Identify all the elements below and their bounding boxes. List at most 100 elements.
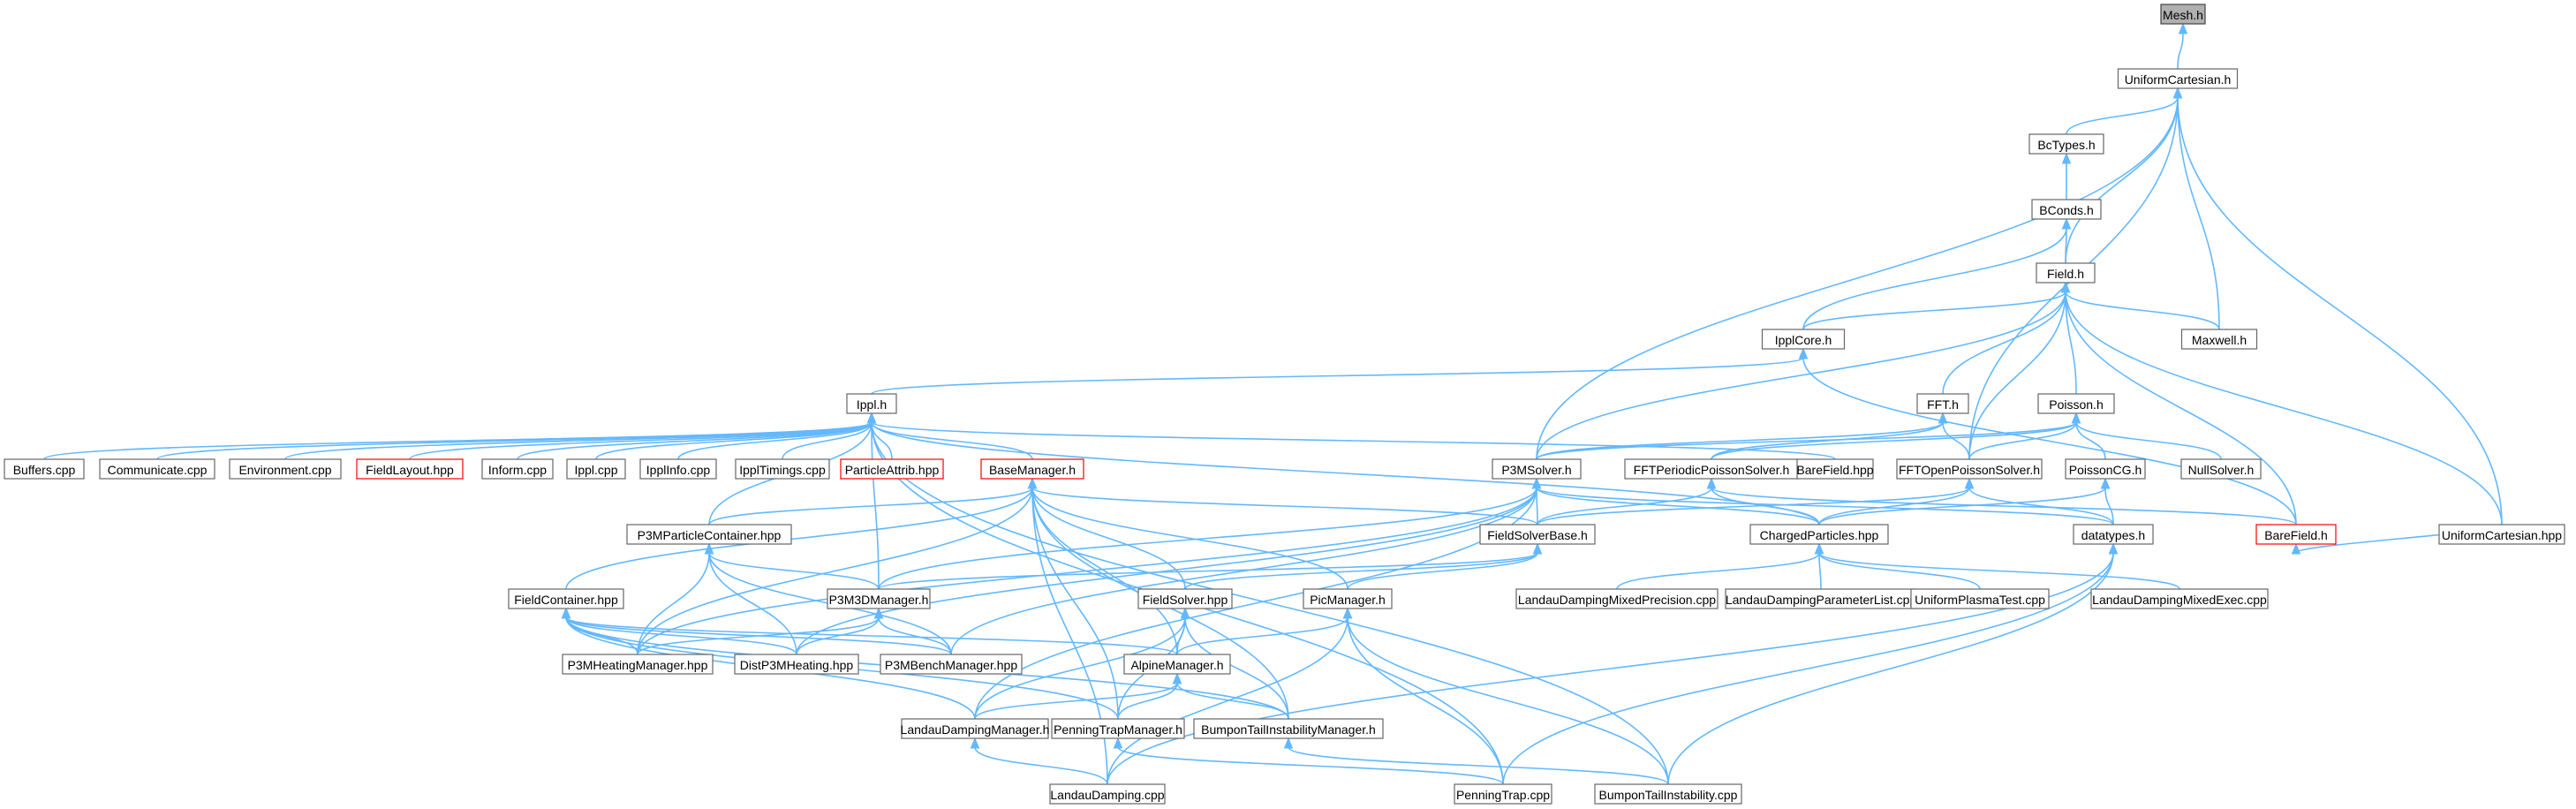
node-datatypes[interactable]: datatypes.h: [2073, 524, 2154, 545]
node-bctypes[interactable]: BcTypes.h: [2028, 133, 2104, 155]
node-environment[interactable]: Environment.cpp: [229, 458, 342, 480]
edge-communicate-to-ippl: [156, 421, 873, 460]
node-bumpontail[interactable]: BumponTailInstability.cpp: [1594, 783, 1742, 805]
node-inform[interactable]: Inform.cpp: [481, 458, 554, 480]
edge-fieldsolverbase-to-fftperiodic: [1537, 487, 1712, 525]
node-box-barefieldhpp: [1796, 458, 1874, 480]
node-p3mbench[interactable]: P3MBenchManager.hpp: [880, 654, 1023, 675]
node-poisson[interactable]: Poisson.h: [2037, 393, 2115, 414]
node-ldmixedexec[interactable]: LandauDampingMixedExec.cpp: [2090, 588, 2269, 609]
edge-fieldcontainer-to-basemanager: [565, 487, 1033, 590]
node-box-nullsolver: [2180, 458, 2262, 480]
edge-p3msolver-to-ffth: [1536, 421, 1944, 460]
node-unifcart[interactable]: UniformCartesian.h: [2117, 68, 2239, 89]
edge-datatypes-to-fftopen: [1968, 487, 2114, 525]
node-fieldlayout[interactable]: FieldLayout.hpp: [356, 458, 464, 480]
node-p3m3dmanager[interactable]: P3M3DManager.h: [827, 588, 931, 609]
node-unifcarthpp[interactable]: UniformCartesian.hpp: [2438, 524, 2565, 545]
node-box-fieldlayout: [356, 458, 464, 480]
node-uniformplasma[interactable]: UniformPlasmaTest.cpp: [1910, 588, 2050, 609]
node-box-ippl: [846, 393, 897, 414]
node-maxwell[interactable]: Maxwell.h: [2180, 329, 2258, 350]
edge-distp3mheating-to-p3mparticle: [708, 552, 797, 655]
node-box-fieldcontainer: [508, 588, 624, 609]
node-ipplcore[interactable]: IpplCore.h: [1761, 329, 1846, 350]
arrowhead-bconds-to-bctypes: [2061, 152, 2072, 164]
node-ippl[interactable]: Ippl.h: [846, 393, 897, 414]
node-ippltimings[interactable]: IpplTimings.cpp: [735, 458, 830, 480]
node-fftperiodic[interactable]: FFTPeriodicPoissonSolver.h: [1624, 458, 1799, 480]
node-buffers[interactable]: Buffers.cpp: [4, 458, 85, 480]
node-label-fftopen: FFTOpenPoissonSolver.h: [1899, 463, 2040, 477]
edge-distp3mheating-to-fieldcontainer: [565, 616, 797, 655]
edge-ldmixedexec-to-chargedparticles: [1818, 552, 2180, 590]
node-poissoncg[interactable]: PoissonCG.h: [2065, 458, 2146, 480]
arrowhead-bumpontailmanager-to-alpinemanager: [1172, 672, 1182, 684]
arrowhead-datatypes-to-fftopen: [1964, 477, 1975, 489]
node-box-penningmanager: [1051, 718, 1185, 739]
arrowhead-ldmanager-to-p3msolver: [1531, 477, 1542, 489]
edge-picmanager-to-basemanager: [1031, 487, 1348, 590]
node-ldparamlist[interactable]: LandauDampingParameterList.cpp: [1725, 588, 1917, 609]
node-label-poissoncg: PoissonCG.h: [2069, 463, 2142, 477]
edge-ldmanager-to-p3msolver: [974, 487, 1537, 720]
node-box-ldmixedprecision: [1515, 588, 1719, 609]
node-penningtrap[interactable]: PenningTrap.cpp: [1454, 783, 1552, 805]
node-box-distp3mheating: [734, 654, 859, 675]
node-barefieldhpp[interactable]: BareField.hpp: [1796, 458, 1874, 480]
node-box-p3m3dmanager: [827, 588, 931, 609]
node-fieldsolverhpp[interactable]: FieldSolver.hpp: [1137, 588, 1233, 609]
arrowhead-unifcarthpp-to-unifcart: [2172, 87, 2183, 99]
node-label-distp3mheating: DistP3MHeating.hpp: [740, 658, 854, 672]
edge-landaudamping-to-datatypes: [1107, 552, 2114, 785]
edge-p3mheating-to-p3m3dmanager: [637, 616, 880, 655]
node-particleattrib[interactable]: ParticleAttrib.hpp: [840, 458, 944, 480]
node-picmanager[interactable]: PicManager.h: [1303, 588, 1393, 609]
edge-ippl-to-ipplcore: [871, 357, 1804, 395]
node-p3mparticle[interactable]: P3MParticleContainer.hpp: [626, 524, 792, 545]
node-fieldcontainer[interactable]: FieldContainer.hpp: [508, 588, 624, 609]
node-box-maxwell: [2180, 329, 2258, 350]
node-p3mheating[interactable]: P3MHeatingManager.hpp: [562, 654, 714, 675]
node-ldmanager[interactable]: LandauDampingManager.h: [901, 718, 1050, 739]
node-box-barefieldh: [2255, 524, 2337, 545]
edge-landaudamping-to-picmanager: [1107, 616, 1348, 785]
node-communicate[interactable]: Communicate.cpp: [99, 458, 215, 480]
arrowhead-bumpontail-to-picmanager: [1342, 607, 1353, 619]
node-bconds[interactable]: BConds.h: [2031, 199, 2102, 220]
node-field[interactable]: Field.h: [2036, 262, 2096, 284]
edge-p3m3dmanager-to-fieldsolverbase: [878, 552, 1538, 590]
node-box-field: [2036, 262, 2096, 284]
node-box-bumpontail: [1594, 783, 1742, 805]
node-label-nullsolver: NullSolver.h: [2188, 463, 2255, 477]
node-ldmixedprecision[interactable]: LandauDampingMixedPrecision.cpp: [1515, 588, 1719, 609]
node-alpinemanager[interactable]: AlpineManager.h: [1123, 654, 1231, 675]
node-landaudamping[interactable]: LandauDamping.cpp: [1049, 783, 1166, 805]
node-fftopen[interactable]: FFTOpenPoissonSolver.h: [1896, 458, 2043, 480]
edge-penningtrap-to-penningmanager: [1117, 746, 1504, 785]
node-distp3mheating[interactable]: DistP3MHeating.hpp: [734, 654, 859, 675]
node-box-fieldsolverbase: [1479, 524, 1596, 545]
edge-penningmanager-to-alpinemanager: [1117, 682, 1178, 720]
edge-ipplcpp-to-ippl: [595, 421, 873, 460]
node-chargedparticles[interactable]: ChargedParticles.hpp: [1749, 524, 1889, 545]
node-p3msolver[interactable]: P3MSolver.h: [1492, 458, 1582, 480]
node-bumpontailmanager[interactable]: BumponTailInstabilityManager.h: [1193, 718, 1384, 739]
node-box-ldmanager: [901, 718, 1049, 739]
node-basemanager[interactable]: BaseManager.h: [980, 458, 1084, 480]
edge-barefieldh-to-field: [2065, 291, 2297, 525]
edge-poissoncg-to-poisson: [2075, 421, 2106, 460]
node-label-particleattrib: ParticleAttrib.hpp: [845, 463, 940, 477]
node-ffth[interactable]: FFT.h: [1916, 393, 1969, 414]
node-ipplinfo[interactable]: IpplInfo.cpp: [639, 458, 717, 480]
node-ipplcpp[interactable]: Ippl.cpp: [566, 458, 626, 480]
node-barefieldh[interactable]: BareField.h: [2255, 524, 2337, 545]
arrowhead-bumpontail-to-ippl: [866, 412, 877, 424]
node-fieldsolverbase[interactable]: FieldSolverBase.h: [1479, 524, 1596, 545]
edge-bumpontail-to-ippl: [871, 421, 1669, 785]
node-penningmanager[interactable]: PenningTrapManager.h: [1051, 718, 1185, 739]
node-label-landaudamping: LandauDamping.cpp: [1050, 788, 1164, 802]
node-nullsolver[interactable]: NullSolver.h: [2180, 458, 2262, 480]
node-label-ldparamlist: LandauDampingParameterList.cpp: [1726, 593, 1917, 607]
node-label-uniformplasma: UniformPlasmaTest.cpp: [1915, 593, 2045, 607]
